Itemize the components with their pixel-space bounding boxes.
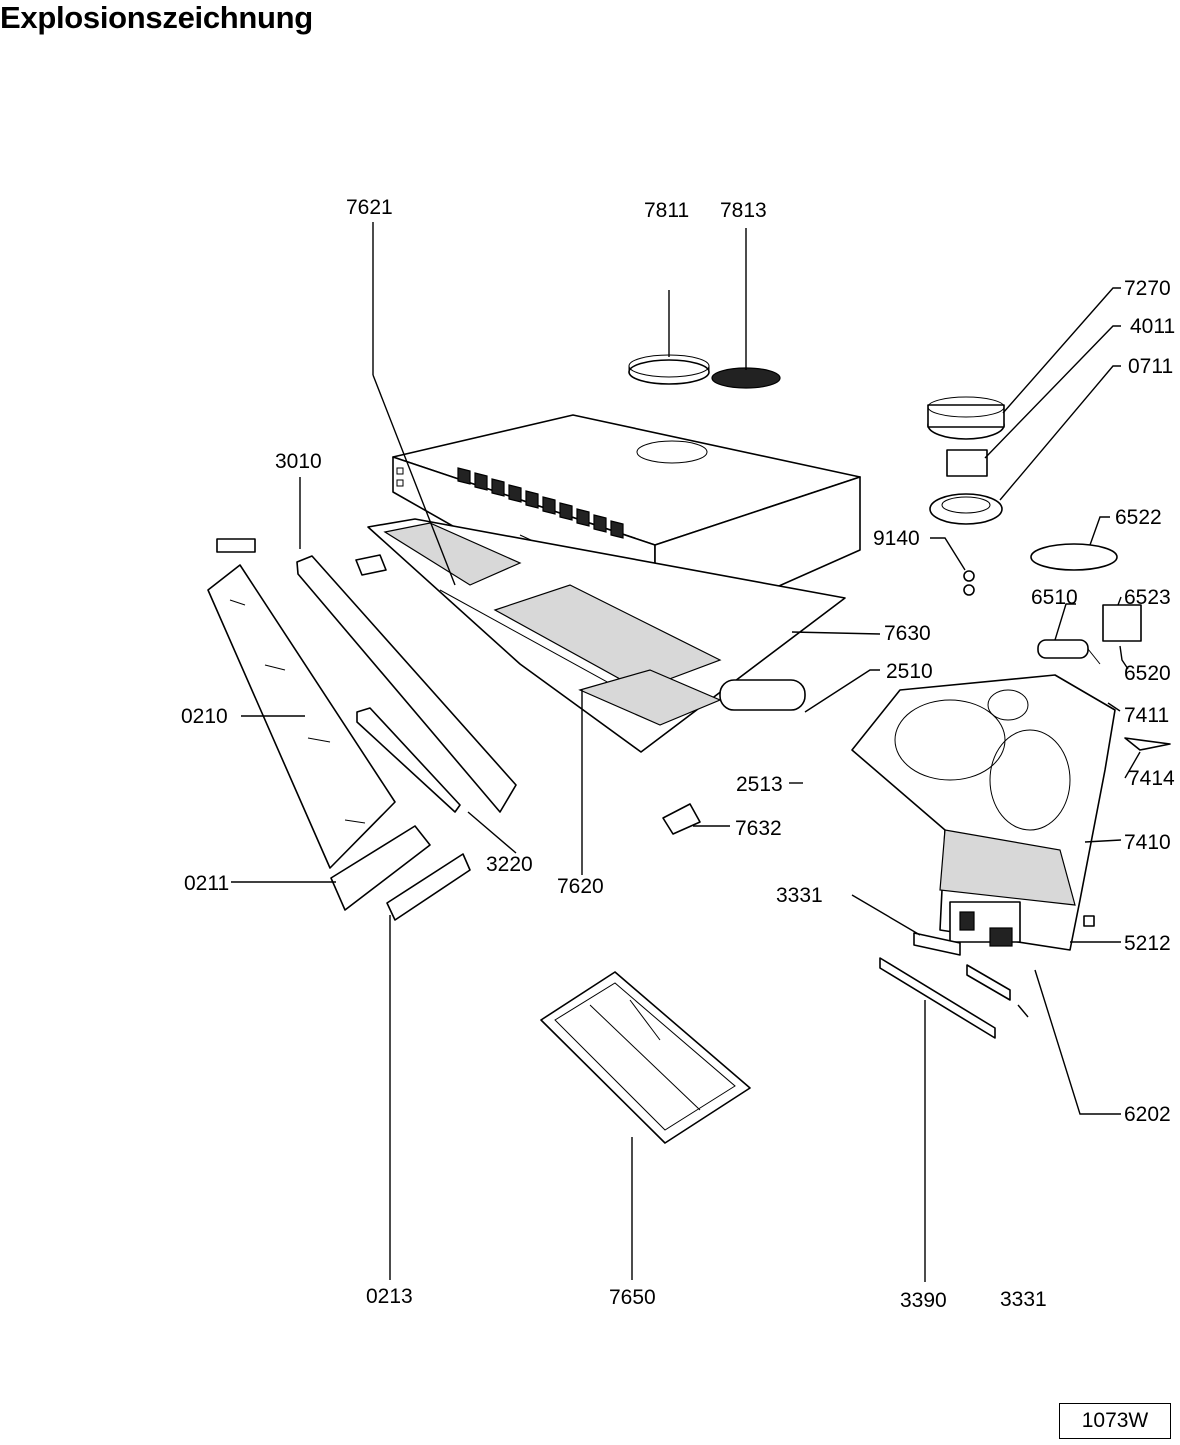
label-7650: 7650 [609,1286,656,1309]
front-trim [296,555,517,813]
label-2510: 2510 [886,660,933,683]
label-3390: 3390 [900,1289,947,1312]
label-3331-top: 3331 [776,884,823,907]
filter-frame [367,518,846,753]
label-7410: 7410 [1124,831,1171,854]
label-5212: 5212 [1124,932,1171,955]
carbon-filter-tray [540,971,751,1144]
label-9140: 9140 [873,527,920,550]
label-7811: 7811 [644,199,690,222]
flange-ring [628,354,710,385]
visor-bracket [216,538,256,553]
label-7620: 7620 [557,875,604,898]
drawing-code: 1073W [1059,1403,1171,1439]
slider-knob [662,803,701,835]
label-7270: 7270 [1124,277,1171,300]
duct-tab [719,679,806,711]
switch-rocker-2 [966,964,1011,1001]
backflow-flap [711,367,781,389]
label-0213: 0213 [366,1285,413,1308]
label-6522: 6522 [1115,506,1162,529]
lamp-socket [1102,604,1142,642]
lamp-cover [1030,543,1118,571]
label-6523: 6523 [1124,586,1171,609]
label-7813: 7813 [720,199,767,222]
label-7414: 7414 [1128,767,1175,790]
label-7632: 7632 [735,817,782,840]
label-2513: 2513 [736,773,783,796]
label-4011: 4011 [1130,315,1176,338]
lamp-bulb [1037,639,1101,665]
label-6510: 6510 [1031,586,1078,609]
clip-5212 [1083,915,1095,927]
visor-hinge [330,825,431,911]
trim-strip [356,707,461,813]
page-title: Explosionszeichnung [0,0,313,35]
label-3220: 3220 [486,853,533,876]
label-0711: 0711 [1128,355,1174,378]
motor-fan-assembly [927,396,1005,596]
switch-block [949,901,1021,947]
control-clip [355,554,387,576]
switch-rocker [913,932,961,956]
label-7630: 7630 [884,622,931,645]
fan-housing [851,674,1116,951]
leader-lines [231,222,1141,1282]
label-6520: 6520 [1124,662,1171,685]
label-7411: 7411 [1124,704,1170,727]
label-0211: 0211 [184,872,230,895]
flap-7414 [1124,737,1171,751]
label-3331-bottom: 3331 [1000,1288,1047,1311]
label-7621: 7621 [346,196,393,219]
label-3010: 3010 [275,450,322,473]
label-6202: 6202 [1124,1103,1171,1126]
label-0210: 0210 [181,705,228,728]
control-frame [386,853,471,921]
switch-rail [879,957,996,1039]
